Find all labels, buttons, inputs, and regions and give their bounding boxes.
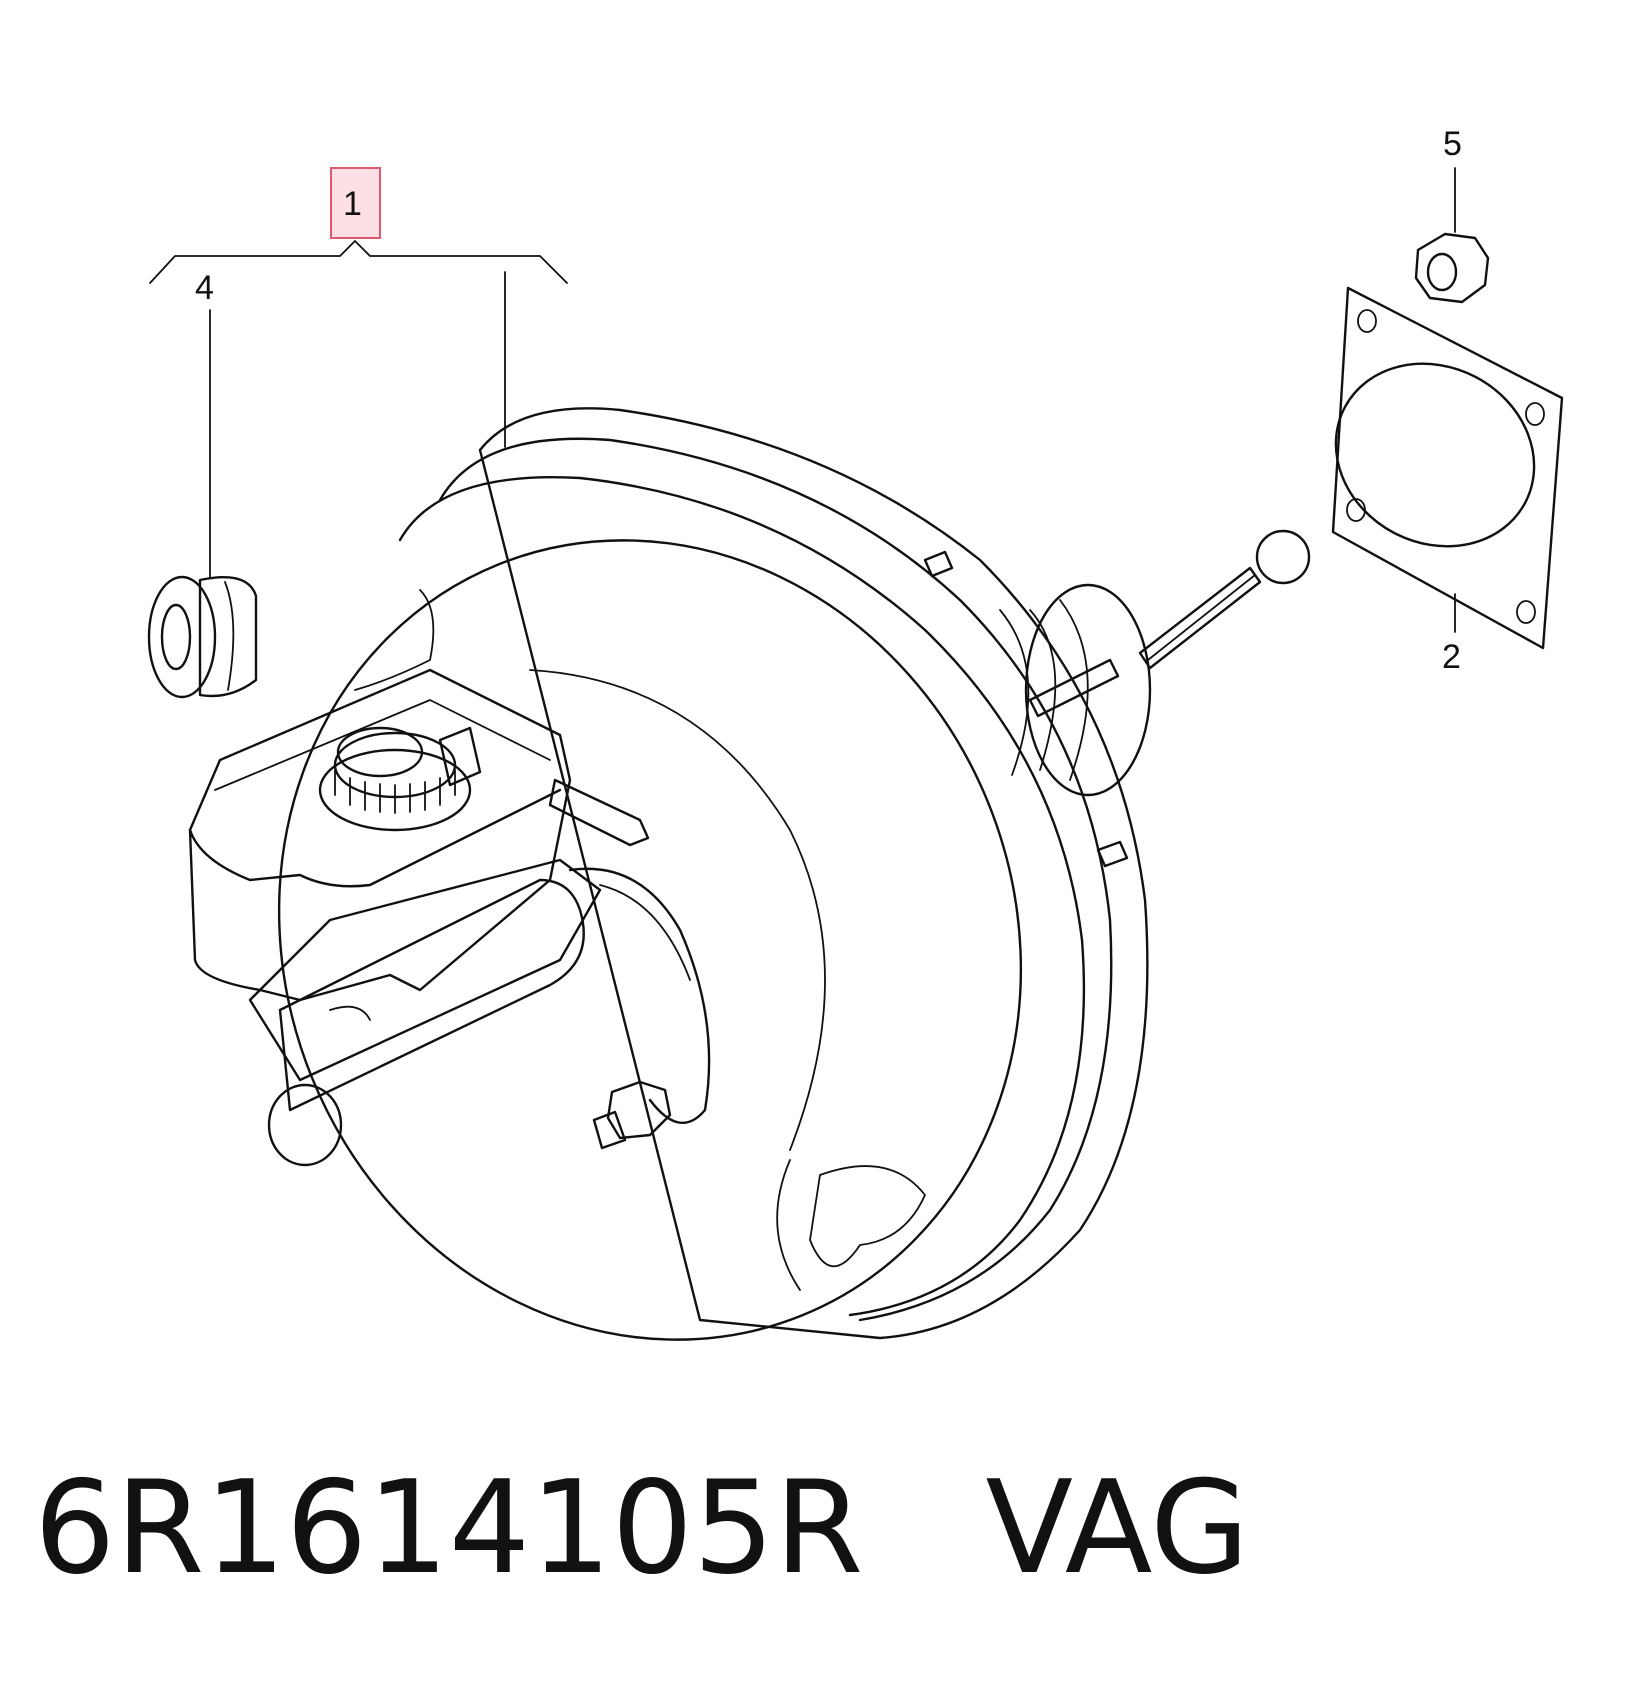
gasket-part (1331, 286, 1564, 650)
callout-2-label: 2 (1442, 638, 1461, 676)
callout-1-label: 1 (343, 185, 362, 223)
part-number-caption: 6R1614105R VAG (34, 1465, 1249, 1593)
callout-1-bracket (149, 240, 568, 284)
caption-spacer (863, 1454, 985, 1603)
part-number: 6R1614105R (34, 1454, 864, 1603)
callout-1-group[interactable]: 1 (149, 167, 568, 448)
callout-1-highlight (330, 167, 381, 239)
brake-booster-assembly (277, 407, 1311, 1341)
callout-5-label: 5 (1443, 125, 1462, 163)
master-cylinder-assembly (188, 668, 650, 1167)
callout-4-group[interactable]: 4 (195, 269, 214, 579)
callout-2-group[interactable]: 2 (1442, 593, 1461, 676)
grommet-part (147, 575, 258, 699)
brand-name: VAG (985, 1454, 1250, 1603)
callout-4-label: 4 (195, 269, 214, 307)
callout-5-group[interactable]: 5 (1443, 125, 1462, 233)
flange-nut-part (1414, 232, 1490, 304)
